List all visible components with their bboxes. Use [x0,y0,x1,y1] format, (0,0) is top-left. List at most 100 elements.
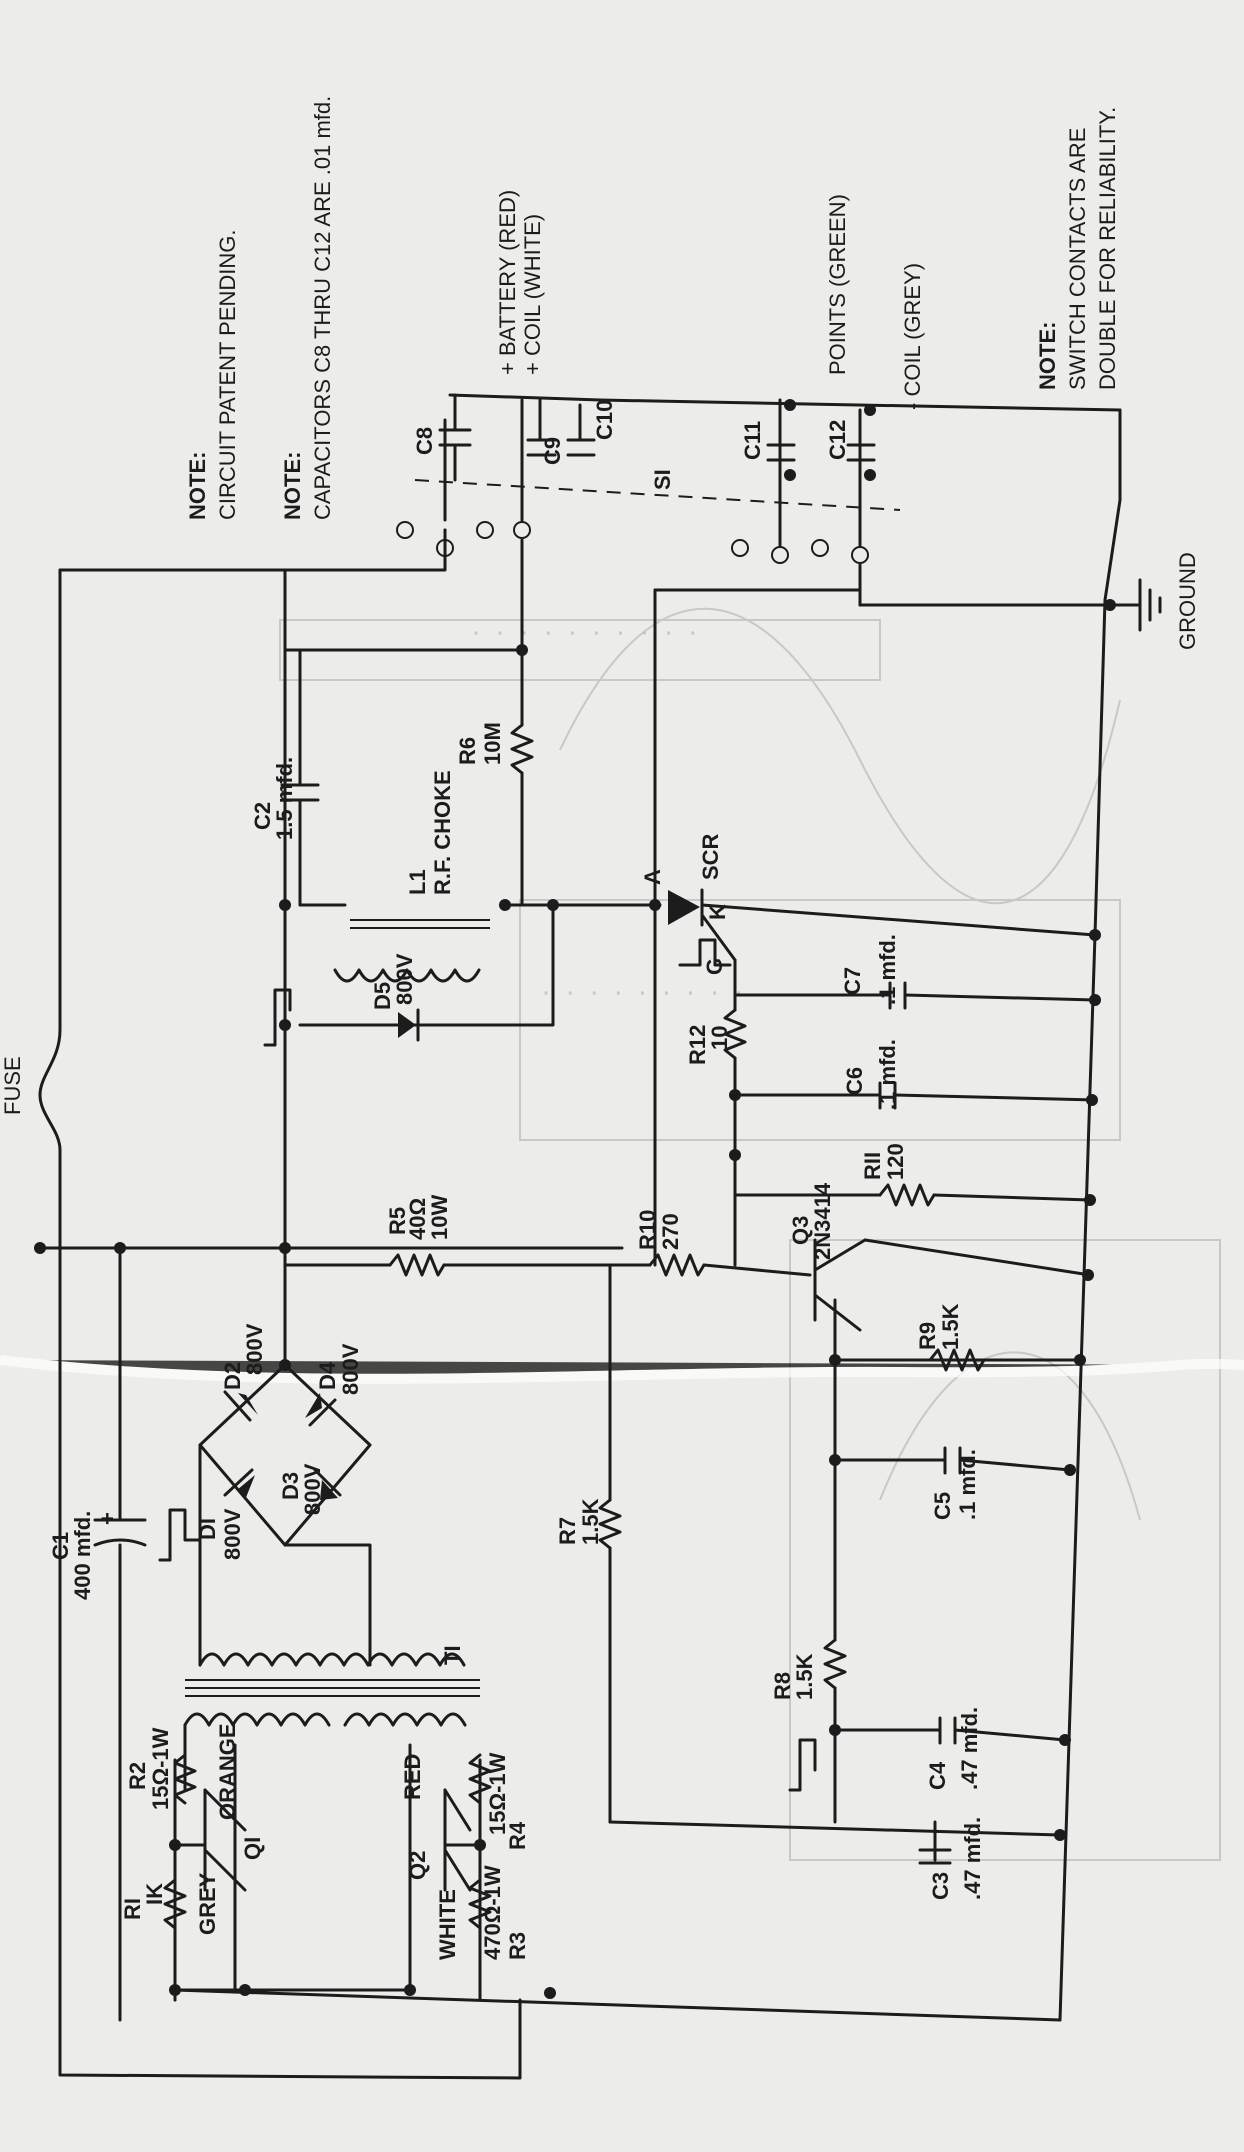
c8-label: C8 [412,427,437,455]
wire-white-label: WHITE [435,1889,460,1960]
c9-label: C9 [540,437,565,465]
d1-value: 800V [220,1508,245,1560]
c2-value: 1.5 mfd. [272,757,297,840]
s1-label: SI [650,469,675,490]
r3-resistor [468,1878,492,1930]
r5-wattage: 10W [427,1195,452,1240]
r10-label: R10 [635,1210,660,1250]
scr-anode: A [640,869,665,885]
r6-label: R6 [455,737,480,765]
r11-label: RII [860,1152,885,1180]
r1-value: IK [142,1883,167,1905]
d5-value: 800V [392,953,417,1005]
svg-text:· · · · · · · · · ·: · · · · · · · · · · [470,621,699,645]
t1-label: TI [440,1645,465,1665]
c2-label: C2 [250,802,275,830]
notes-block: NOTE: CIRCUIT PATENT PENDING. NOTE: CAPA… [185,96,1120,520]
d1-label: DI [195,1518,220,1540]
c12-label: C12 [825,420,850,460]
r11-value: 120 [883,1143,908,1180]
wire-orange-label: ORANGE [215,1723,240,1820]
r12-value: 10 [707,1026,732,1050]
label-coil-white: + COIL (WHITE) [520,214,545,375]
note-patent: CIRCUIT PATENT PENDING. [215,229,240,520]
r1-label: RI [120,1898,145,1920]
q3-value: 2N3414 [810,1182,835,1260]
note-switch-line1: SWITCH CONTACTS ARE [1065,128,1090,390]
c5-value: .1 mfd. [955,1449,980,1520]
r2-value: 15Ω-1W [148,1727,173,1810]
q1-label: QI [240,1837,265,1860]
note-capacitors: CAPACITORS C8 THRU C12 ARE .01 mfd. [310,96,335,520]
c4-value: .47 mfd. [957,1707,982,1790]
r3-label: R3 [505,1932,530,1960]
r8-label: R8 [770,1672,795,1700]
r9-value: 1.5K [938,1303,963,1350]
c5-label: C5 [930,1492,955,1520]
r10-value: 270 [658,1213,683,1250]
c7-label: C7 [840,967,865,995]
d4-label: D4 [315,1361,340,1390]
wire-grey-label: GREY [195,1872,220,1935]
c6-value: .1 mfd. [875,1039,900,1110]
l1-label: L1 [405,869,430,895]
d3-value: 800V [300,1463,325,1515]
svg-text:· · · · · · · · ·: · · · · · · · · · [540,981,745,1005]
note-switch-line2: DOUBLE FOR RELIABILITY. [1095,107,1120,390]
scr-gate: G [702,958,727,975]
d5-label: D5 [370,982,395,1010]
c3-label: C3 [928,1872,953,1900]
d4-value: 800V [338,1343,363,1395]
r3-value: 470Ω-1W [480,1865,505,1960]
c11-label: C11 [740,421,765,460]
r5-label: R5 [385,1207,410,1235]
d2-label: D2 [220,1362,245,1390]
r6-value: 10M [480,722,505,765]
component-labels: C1 400 mfd. + C2 1.5 mfd. C3 .47 mfd. C4… [48,400,985,1960]
c7-value: .1 mfd. [875,934,900,1005]
wiring [34,393,1162,2080]
note-heading-1: NOTE: [185,452,210,520]
c6-label: C6 [842,1067,867,1095]
d3-label: D3 [278,1472,303,1500]
q3-label: Q3 [788,1216,813,1245]
label-battery: + BATTERY (RED) [495,190,520,375]
c3-value: .47 mfd. [960,1817,985,1900]
label-coil-grey: - COIL (GREY) [900,263,925,410]
r4-value: 15Ω-1W [485,1752,510,1835]
r1-resistor [163,1878,187,1930]
bleed-through-background: · · · · · · · · · · · · · · · · · · · [279,607,1221,1861]
label-ground: GROUND [1175,552,1200,650]
paper-crease [0,1355,1244,1384]
scr-cathode: K [705,904,730,920]
r7-label: R7 [555,1517,580,1545]
note-heading-3: NOTE: [1035,322,1060,390]
r4-resistor [468,1753,492,1805]
c1-label: C1 [48,1532,73,1560]
c1-plus: + [95,1512,120,1525]
q2-label: Q2 [405,1851,430,1880]
connection-labels: + BATTERY (RED) + COIL (WHITE) POINTS (G… [0,190,1200,1115]
r2-label: R2 [125,1762,150,1790]
scr-label: SCR [698,833,723,880]
r12-label: R12 [685,1025,710,1065]
r4-label: R4 [505,1821,530,1850]
d2-value: 800V [242,1323,267,1375]
r8-value: 1.5K [792,1653,817,1700]
r5-value: 40Ω [405,1198,430,1240]
wire-red-label: RED [400,1754,425,1800]
l1-value: R.F. CHOKE [430,770,455,895]
r9-label: R9 [915,1322,940,1350]
note-heading-2: NOTE: [280,452,305,520]
label-points: POINTS (GREEN) [825,194,850,375]
r2-resistor [173,1753,197,1805]
c4-label: C4 [925,1761,950,1790]
fuse-symbol [38,1028,62,1152]
r7-value: 1.5K [578,1498,603,1545]
r5-resistor [388,1253,446,1277]
c1-value: 400 mfd. [70,1511,95,1600]
label-fuse: FUSE [0,1056,25,1115]
c10-label: C10 [592,400,617,440]
